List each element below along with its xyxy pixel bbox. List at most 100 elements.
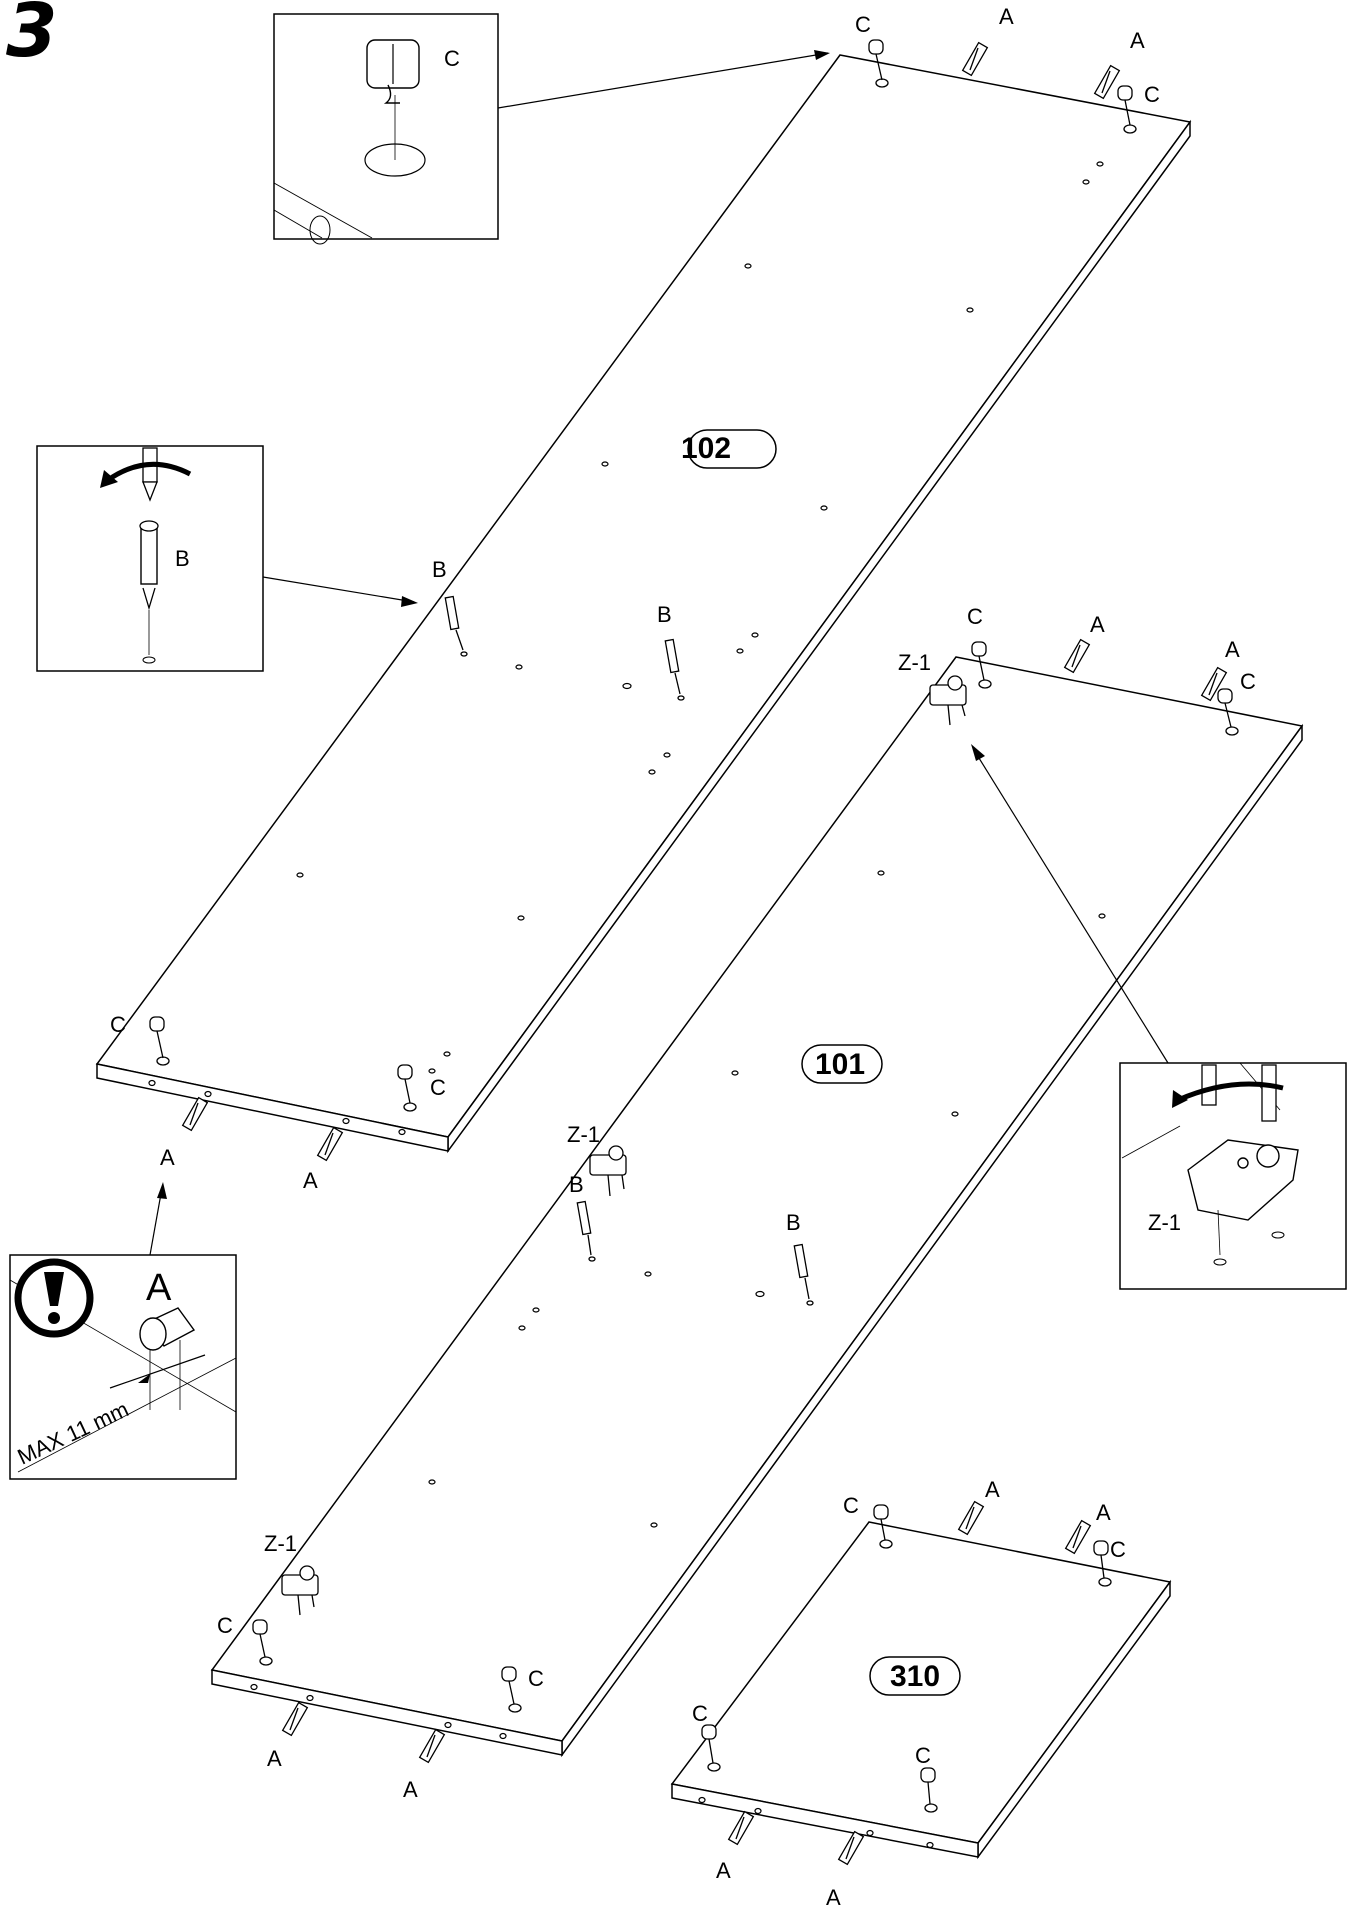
cam-lock (149, 1016, 170, 1066)
dowel (281, 1701, 309, 1737)
inset-dowel-label: A (146, 1267, 172, 1309)
cam-lock (873, 1504, 893, 1549)
cam-lock (701, 1724, 721, 1772)
panel-310-label-frame (869, 1656, 961, 1696)
exclamation-icon (14, 1258, 94, 1338)
screw (444, 595, 468, 657)
cam-label: C (843, 1493, 859, 1518)
cam-lock (397, 1064, 417, 1112)
panel-310-holes (698, 1796, 934, 1849)
dowel (1200, 666, 1228, 702)
hinge-plate (281, 1565, 319, 1616)
panel-101-label: 101 (815, 1048, 865, 1081)
cam-lock (252, 1619, 273, 1666)
screwdriver-icon (1261, 1064, 1277, 1122)
cam-lock (920, 1767, 938, 1813)
hinge-plates (281, 675, 967, 1616)
inset-cam-detail: C (273, 13, 499, 245)
screw-label: B (657, 602, 672, 627)
cam-label: C (217, 1613, 233, 1638)
cam-label: C (692, 1701, 708, 1726)
callout-arrow-hinge (971, 744, 1169, 1064)
dowel (957, 1500, 985, 1536)
cam-label: C (110, 1012, 126, 1037)
panel-101-label-frame (801, 1044, 883, 1084)
screw-label: B (432, 557, 447, 582)
screw-label: B (786, 1210, 801, 1235)
rotation-arrow-icon (1177, 1081, 1284, 1103)
inset-hinge-label: Z-1 (1148, 1210, 1181, 1235)
screws (444, 595, 814, 1306)
cam-label: C (855, 12, 871, 37)
hinge-plate-label: Z-1 (898, 650, 931, 675)
callout-arrow-cam (497, 50, 830, 109)
dowel-label: A (826, 1885, 841, 1910)
cam-lock (971, 641, 992, 689)
panel-101: 101 (210, 656, 1304, 1758)
dowels (181, 41, 1228, 1866)
dowel-label: A (160, 1145, 175, 1170)
hinge-plate (589, 1145, 627, 1197)
cam-lock (1093, 1540, 1112, 1587)
hinge-plate-label: Z-1 (567, 1122, 600, 1147)
cam-label: C (430, 1075, 446, 1100)
dowel-label: A (1096, 1500, 1111, 1525)
dowel-label: A (1130, 28, 1145, 53)
screw (664, 638, 685, 701)
dowel-label: A (999, 4, 1014, 29)
dowel-label: A (267, 1746, 282, 1771)
hinge-plate-label: Z-1 (264, 1531, 297, 1556)
dowel (418, 1728, 446, 1764)
hinge-detail-icon (1187, 1139, 1299, 1256)
dowel (181, 1096, 209, 1132)
inset-screw-detail: B (36, 445, 264, 672)
screw (576, 1200, 596, 1262)
inset-hinge-detail: Z-1 (1119, 1062, 1347, 1290)
cam-lock (1117, 85, 1137, 134)
dowel-label: A (1090, 612, 1105, 637)
dowel (1063, 638, 1091, 674)
dowel-label: A (716, 1858, 731, 1883)
cam-lock (1217, 688, 1239, 736)
panel-102-holes (148, 161, 1104, 1136)
cam-label: C (1144, 82, 1160, 107)
cam-lock (501, 1666, 522, 1713)
dowel-label: A (985, 1477, 1000, 1502)
dowel (316, 1126, 344, 1162)
panel-310: 310 (670, 1521, 1172, 1860)
inset-screw-label: B (175, 546, 190, 571)
screwdriver-icon (1201, 1064, 1217, 1106)
cam-label: C (1110, 1537, 1126, 1562)
panel-102: 102 (95, 54, 1192, 1154)
rotation-arrow-icon (106, 461, 192, 483)
inset-cam-label: C (444, 46, 460, 71)
dowel (1064, 1519, 1092, 1555)
dowel (1093, 64, 1121, 100)
screw (793, 1243, 814, 1306)
cam-lock (868, 39, 889, 88)
cam-label: C (1240, 669, 1256, 694)
cam-locks (149, 39, 1239, 1813)
screw-label: B (569, 1172, 584, 1197)
dowel-detail-icon (139, 1307, 196, 1351)
dowel-label: A (303, 1168, 318, 1193)
dowel (961, 41, 989, 77)
panel-102-label: 102 (681, 432, 731, 465)
panel-310-label: 310 (890, 1660, 940, 1693)
panel-102-label-frame (687, 429, 777, 469)
dowel (837, 1830, 865, 1866)
callout-arrow-screw (262, 576, 418, 607)
dowel-label: A (403, 1777, 418, 1802)
inset-dowel-detail: A MAX 11 mm (9, 1254, 237, 1480)
panel-101-holes (250, 870, 1106, 1740)
cam-label: C (528, 1666, 544, 1691)
dowel (727, 1810, 755, 1846)
callout-arrow-dowel (149, 1182, 167, 1256)
step-number: 3 (6, 0, 58, 74)
fitting-labels: A A A A A A A A A A A A B B B B C C C C … (110, 4, 1256, 1910)
cam-label: C (915, 1743, 931, 1768)
dowel-label: A (1225, 637, 1240, 662)
cam-label: C (967, 604, 983, 629)
